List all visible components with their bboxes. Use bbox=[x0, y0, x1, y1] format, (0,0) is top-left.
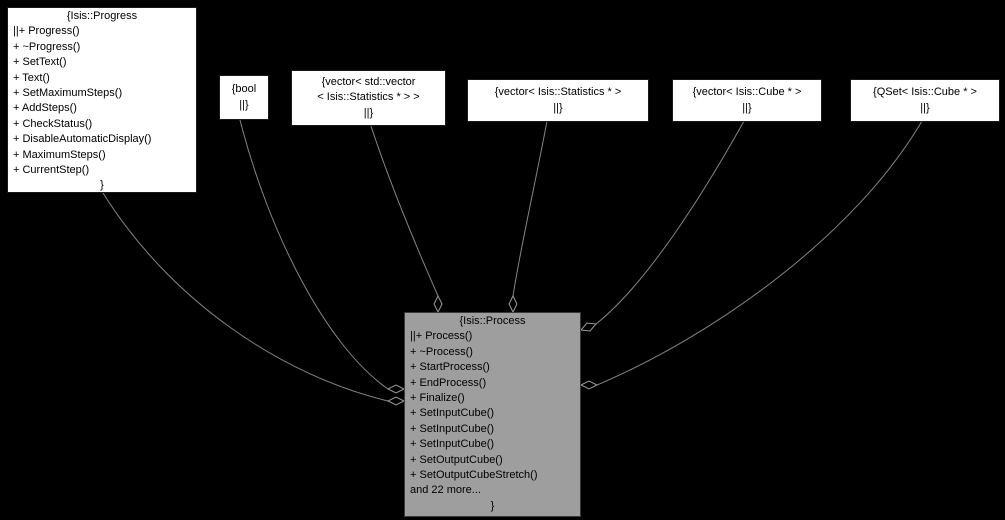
node-isis-progress[interactable]: {Isis::Progress ||+ Progress() + ~Progre… bbox=[7, 7, 197, 193]
node-vector-statistics: {vector< Isis::Statistics * > ||} bbox=[467, 79, 649, 122]
edge-veccube-process bbox=[595, 120, 745, 325]
class-title: {Isis::Process bbox=[459, 315, 526, 327]
aggregation-diamond bbox=[580, 322, 597, 332]
aggregation-diamond bbox=[433, 294, 443, 314]
class-close-brace: } bbox=[490, 499, 495, 512]
type-label: {bool ||} bbox=[231, 83, 257, 111]
node-vector-cube: {vector< Isis::Cube * > ||} bbox=[672, 79, 822, 122]
node-qset-cube: {QSet< Isis::Cube * > ||} bbox=[850, 79, 1000, 122]
class-title: {Isis::Progress bbox=[66, 10, 138, 22]
aggregation-diamond bbox=[386, 384, 406, 394]
aggregation-diamond bbox=[508, 294, 518, 314]
type-label: {QSet< Isis::Cube * > ||} bbox=[873, 86, 977, 114]
edge-qsetcube-process bbox=[596, 120, 923, 386]
aggregation-diamond bbox=[386, 396, 406, 406]
node-bool: {bool ||} bbox=[219, 75, 269, 120]
aggregation-diamond bbox=[579, 380, 599, 390]
type-label: {vector< Isis::Statistics * > ||} bbox=[494, 86, 622, 114]
node-vector-vector-statistics: {vector< std::vector < Isis::Statistics … bbox=[291, 70, 446, 126]
class-close-brace: } bbox=[100, 179, 104, 192]
class-members: ||+ Progress() + ~Progress() + SetText()… bbox=[13, 25, 152, 177]
type-label: {vector< std::vector < Isis::Statistics … bbox=[317, 75, 420, 119]
edge-vecstats-process bbox=[512, 120, 548, 297]
node-isis-process[interactable]: {Isis::Process ||+ Process() + ~Process(… bbox=[404, 312, 581, 517]
type-label: {vector< Isis::Cube * > ||} bbox=[692, 86, 802, 114]
edge-progress-process bbox=[102, 192, 389, 402]
edge-bool-process bbox=[239, 119, 389, 390]
class-members: ||+ Process() + ~Process() + StartProces… bbox=[410, 330, 538, 497]
edge-vecvecstats-process bbox=[370, 125, 439, 297]
